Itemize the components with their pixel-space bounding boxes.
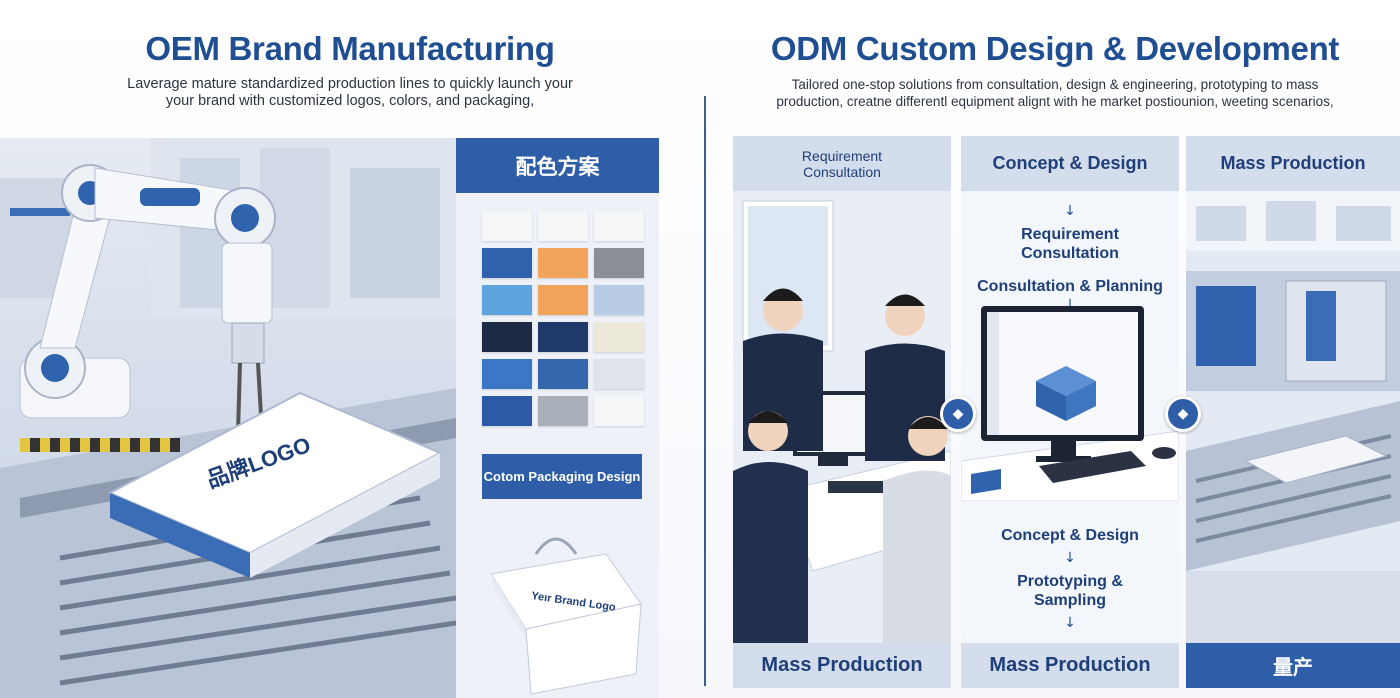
color-swatch [538,248,588,278]
down-arrow-icon: ↓ [1064,203,1076,219]
oem-description-line-2: your brand with customized logos, colors… [165,93,535,109]
card-1-footer: Mass Production [733,643,951,688]
odm-description-line-1: Tailored one-stop solutions from consult… [791,77,1319,92]
odm-heading: ODM Custom Design & Development Tailored… [720,30,1390,110]
color-swatch [482,322,532,352]
color-swatch [594,359,644,389]
card-1-header: Requirement Consultation [733,136,951,191]
card-3-header: Mass Production [1186,136,1400,191]
connector-diamond-icon: ◆ [940,396,976,432]
packaging-design-label: Cotom Packaging Design [482,454,642,499]
cad-monitor-illustration [961,306,1179,501]
oem-robot-scene: 品牌LOGO [0,138,456,698]
robot-illustration: 品牌LOGO [0,138,456,698]
color-scheme-panel: 配色方案 Cotom Packaging Design Yeır Brand L… [456,138,659,698]
down-arrow-icon: ↓ [1064,550,1076,566]
step-requirement-consultation: Requirement Consultation [1021,226,1119,262]
color-swatch [482,285,532,315]
factory-line-illustration [1186,191,1400,643]
color-swatch [594,396,644,426]
color-swatch [538,396,588,426]
step-concept-design: Concept & Design [1001,527,1139,544]
card-2-header: Concept & Design [961,136,1179,191]
step-prototyping-sampling: Prototyping & Sampling [1017,573,1123,609]
card-2-top-steps: ↓ Requirement Consultation Consultation … [961,198,1179,319]
meeting-illustration [733,191,951,643]
down-arrow-icon: ↓ [1064,615,1076,631]
odm-description-line-2: production, creatne differentl equipment… [776,94,1334,109]
card-2-bottom-steps: Concept & Design ↓ Prototyping & Samplin… [961,526,1179,637]
color-swatch [538,285,588,315]
card-1-header-text: Requirement Consultation [801,147,883,180]
color-swatch [538,359,588,389]
color-swatch [482,359,532,389]
oem-description-line-1: Laverage mature standardized production … [127,76,573,92]
shopping-bag-illustration: Yeır Brand Logo [456,514,659,698]
card-2-footer: Mass Production [961,643,1179,688]
oem-description: Laverage mature standardized production … [40,76,660,110]
down-arrow-icon: ↓ [1064,297,1076,313]
color-swatch [482,211,532,241]
color-scheme-title: 配色方案 [456,138,659,193]
odm-card-design: Concept & Design ↓ Requirement Consultat… [961,136,1179,688]
connector-diamond-icon: ◆ [1165,396,1201,432]
odm-card-consultation: Requirement Consultation Mass Production [733,136,951,688]
odm-title: ODM Custom Design & Development [770,30,1340,67]
card-3-footer: 量产 [1186,643,1400,688]
color-swatch-grid [482,211,644,426]
oem-heading: OEM Brand Manufacturing Laverage mature … [40,30,660,110]
color-swatch [538,322,588,352]
step-consultation-planning: Consultation & Planning [977,278,1163,295]
color-swatch [482,248,532,278]
section-divider [704,96,706,686]
odm-description: Tailored one-stop solutions from consult… [720,76,1390,110]
oem-title: OEM Brand Manufacturing [145,30,555,67]
color-swatch [538,211,588,241]
color-swatch [482,396,532,426]
odm-card-mass-production: Mass Production 量产 [1186,136,1400,688]
color-swatch [594,322,644,352]
color-swatch [594,211,644,241]
color-swatch [594,248,644,278]
color-swatch [594,285,644,315]
